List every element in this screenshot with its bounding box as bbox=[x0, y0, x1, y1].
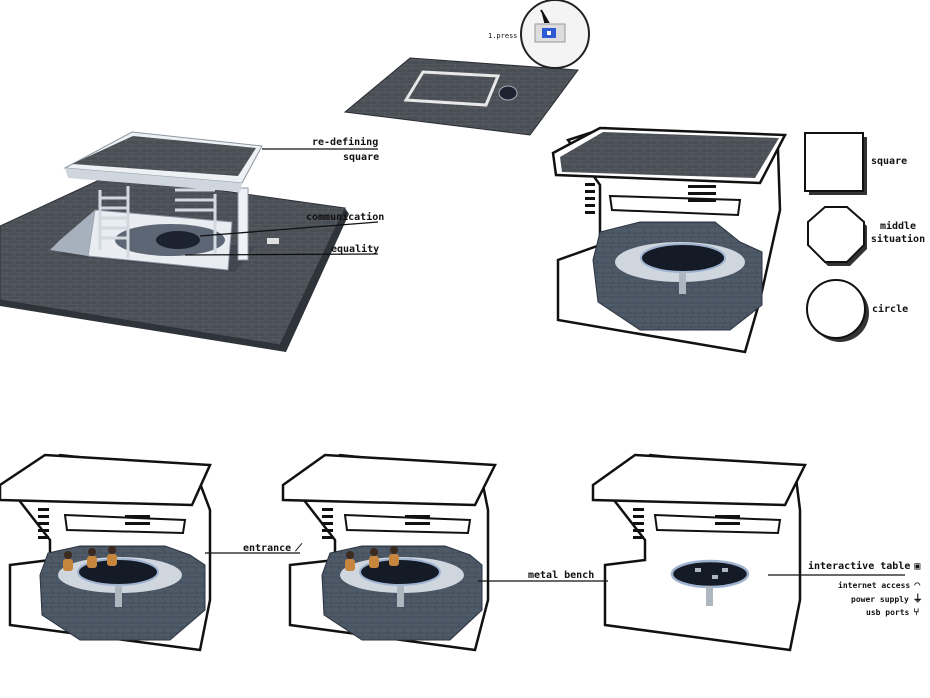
press-label: 1.press bbox=[488, 32, 518, 40]
legend-shapes bbox=[804, 132, 869, 342]
stairs-icon: ⟋ bbox=[295, 543, 303, 554]
legend-label-square: square bbox=[871, 156, 908, 167]
label-interactive-table: interactive table▣ bbox=[808, 561, 921, 572]
label-redefining-line1: re-defining bbox=[312, 137, 379, 148]
usb-icon: ⑂ bbox=[913, 607, 920, 618]
press-panel bbox=[343, 0, 590, 136]
touch-screen-icon: ▣ bbox=[914, 561, 921, 572]
stripe-vents-top bbox=[585, 183, 716, 214]
label-communication: communication bbox=[306, 212, 385, 223]
feature-internet-access: internet access◠ bbox=[838, 580, 921, 591]
plug-icon: ⏚ bbox=[912, 594, 923, 605]
label-equality: equality bbox=[331, 244, 380, 255]
label-metal-bench: metal bench bbox=[528, 570, 595, 581]
legend-label-middle: middle situation bbox=[870, 221, 926, 245]
leader-lines-bottom bbox=[205, 552, 905, 582]
octagon-bench-top bbox=[592, 221, 763, 331]
pavilion-render bbox=[0, 131, 349, 352]
press-button-icon bbox=[534, 9, 566, 43]
label-entrance: entrance⟋ bbox=[243, 543, 303, 554]
legend-circle-shape bbox=[806, 279, 866, 339]
leader-lines-top-left bbox=[184, 148, 379, 256]
bottom-diagram-entrance bbox=[0, 453, 212, 652]
label-redefining-line2: square bbox=[343, 152, 380, 163]
feature-power-supply: power supply⏚ bbox=[851, 594, 923, 605]
wifi-icon: ◠ bbox=[914, 580, 921, 591]
bottom-diagram-table bbox=[591, 453, 807, 652]
legend-label-circle: circle bbox=[872, 304, 909, 315]
feature-usb-ports: usb ports⑂ bbox=[866, 607, 920, 618]
bottom-diagram-bench bbox=[281, 453, 497, 652]
legend-octagon-shape bbox=[807, 206, 865, 263]
